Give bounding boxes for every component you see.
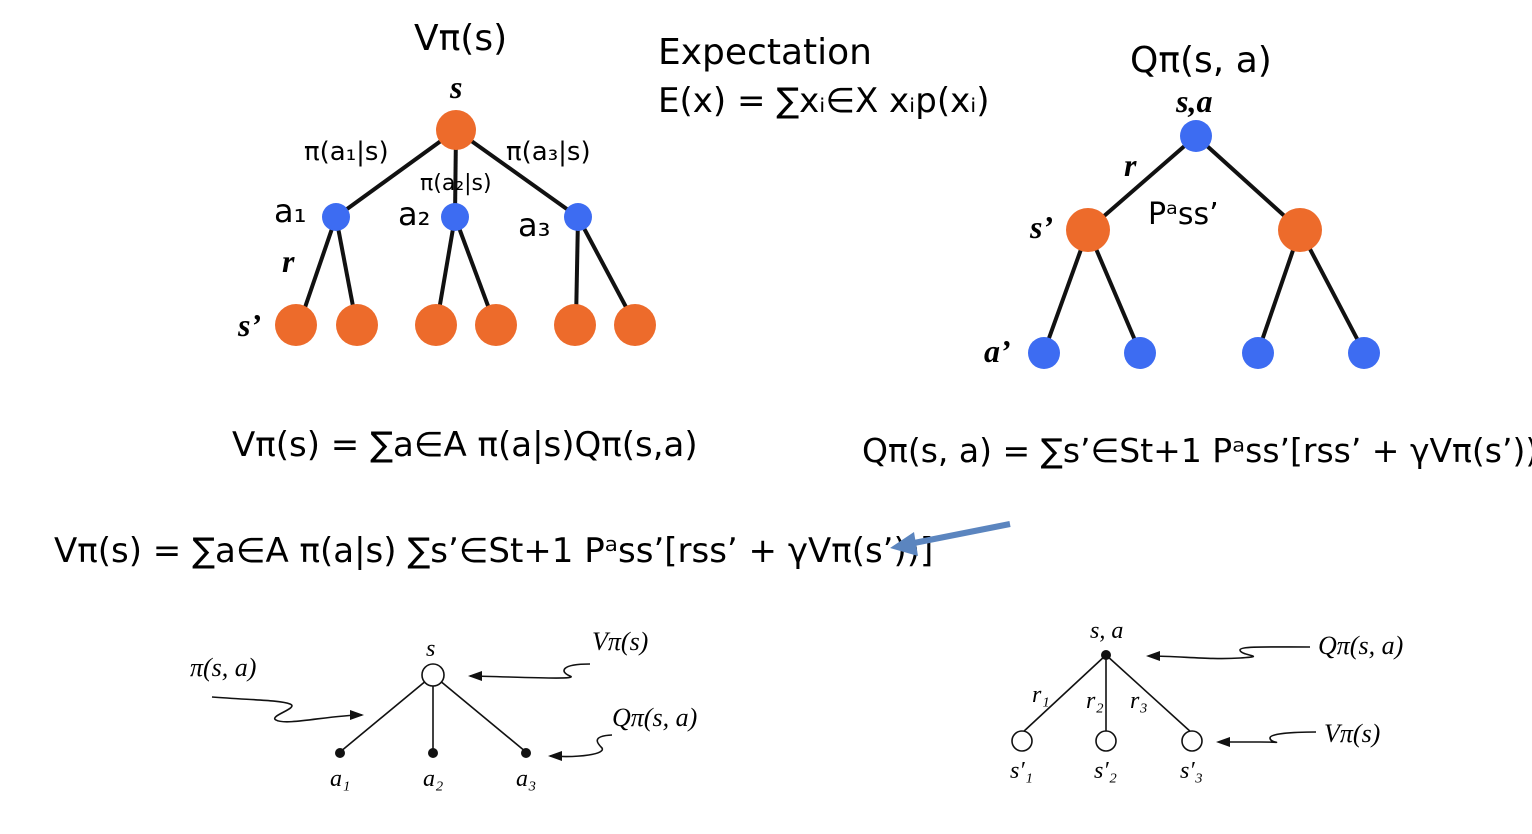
classic-q-root-label: s, a [1090, 618, 1123, 644]
classic-reward-label-1: r₁ [1032, 682, 1050, 708]
q-reward-label: r [1124, 147, 1137, 183]
classic-reward-label-2: r₂ [1086, 688, 1104, 714]
v-action-label-1: a₁ [274, 192, 306, 230]
classic-v-backup [211, 663, 613, 758]
classic-q-state-node-2 [1095, 730, 1117, 752]
classic-q-label: Qπ(s, a) [612, 703, 697, 732]
v-action-label-2: a₂ [398, 195, 430, 233]
substitution-arrow [890, 521, 1011, 556]
v-next-state-node [275, 304, 317, 346]
v-edge-label-2: π(a₂|s) [420, 171, 492, 196]
classic-q-root-node [1101, 650, 1111, 660]
q-next-state-node-1 [1066, 208, 1110, 252]
bellman-v-equation: Vπ(s) = ∑a∈A π(a|s) ∑s’∈St+1 Pᵃss’[rss’ … [54, 531, 933, 571]
v-reward-label: r [282, 243, 295, 279]
classic-q-value-label: Qπ(s, a) [1318, 631, 1403, 660]
expectation-heading: Expectation [658, 32, 872, 73]
q-root-action-node [1180, 120, 1212, 152]
classic-v-root-node [421, 663, 445, 687]
q-next-action-node [1124, 337, 1156, 369]
v-next-state-label: s’ [237, 307, 261, 343]
q-next-action-node [1242, 337, 1274, 369]
classic-v-action-node-2 [428, 748, 438, 758]
arrowhead [1146, 651, 1160, 661]
classic-q-state-node-3 [1181, 730, 1203, 752]
q-next-state-label: s’ [1029, 209, 1053, 245]
arrowhead [468, 671, 482, 681]
classic-value-label: Vπ(s) [592, 627, 648, 656]
v-backup-tree [298, 128, 636, 323]
classic-v-action-node-3 [521, 748, 531, 758]
q-root-label: s,a [1175, 83, 1212, 119]
classic-v-root-label: s [426, 636, 435, 662]
v-next-state-node [614, 304, 656, 346]
q-in-terms-of-v-equation: Qπ(s, a) = ∑s’∈St+1 Pᵃss’[rss’ + γVπ(s’)… [862, 431, 1532, 470]
q-next-action-label: a’ [984, 333, 1011, 369]
q-transition-label: Pᵃss’ [1148, 197, 1219, 232]
v-root-label: s [449, 69, 462, 105]
classic-state-label-3: s′₃ [1180, 758, 1203, 784]
v-action-node-1 [322, 203, 350, 231]
expectation-formula: E(x) = ∑xᵢ∈X xᵢp(xᵢ) [658, 81, 990, 121]
classic-q-state-node-1 [1011, 730, 1033, 752]
classic-reward-label-3: r₃ [1130, 688, 1148, 714]
v-action-node-2 [441, 203, 469, 231]
classic-action-label-1: a₁ [330, 766, 350, 792]
v-in-terms-of-q-equation: Vπ(s) = ∑a∈A π(a|s)Qπ(s,a) [232, 425, 698, 465]
v-next-state-node [475, 304, 517, 346]
v-action-node-3 [564, 203, 592, 231]
classic-q-v-label: Vπ(s) [1324, 719, 1380, 748]
v-edge-label-3: π(a₃|s) [506, 137, 591, 167]
v-action-label-3: a₃ [518, 206, 550, 244]
v-root-state-node [436, 110, 476, 150]
classic-q-backup [1021, 646, 1317, 744]
q-tree-title: Qπ(s, a) [1130, 40, 1272, 81]
classic-state-label-2: s′₂ [1094, 758, 1117, 784]
arrowhead [548, 751, 562, 761]
q-next-state-node-2 [1278, 208, 1322, 252]
v-next-state-node [554, 304, 596, 346]
q-next-action-node [1028, 337, 1060, 369]
v-next-state-node [336, 304, 378, 346]
q-next-action-node [1348, 337, 1380, 369]
v-next-state-node [415, 304, 457, 346]
classic-v-action-node-1 [335, 748, 345, 758]
v-edge-label-1: π(a₁|s) [304, 137, 389, 167]
classic-policy-label: π(s, a) [190, 653, 256, 682]
classic-state-label-1: s′₁ [1010, 758, 1033, 784]
arrowhead [350, 710, 364, 720]
v-tree-title: Vπ(s) [414, 18, 507, 59]
classic-action-label-3: a₃ [516, 766, 536, 792]
arrowhead [1216, 737, 1230, 747]
classic-action-label-2: a₂ [423, 766, 443, 792]
